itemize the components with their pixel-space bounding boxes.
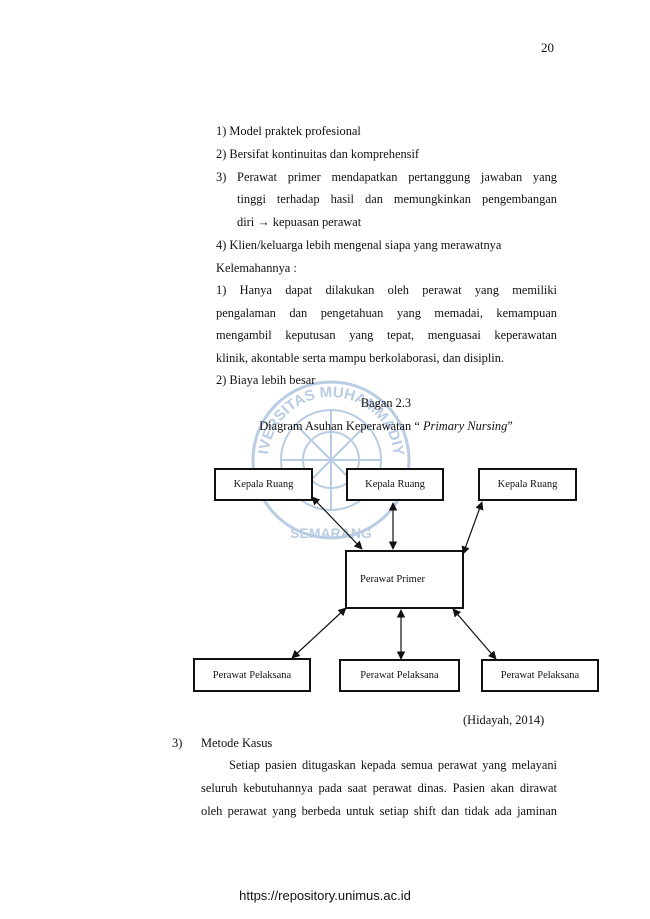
page-number: 20 xyxy=(541,40,554,55)
arrow-pelaksana-left xyxy=(291,607,347,659)
kepala-ruang-box-left: Kepala Ruang xyxy=(214,468,313,501)
list-item: 2) Biaya lebih besar xyxy=(216,373,316,387)
perawat-primer-box: Perawat Primer xyxy=(345,550,464,609)
list-item: 1) Model praktek profesional xyxy=(216,124,361,138)
section-title: Metode Kasus xyxy=(201,736,273,750)
paragraph-line: oleh perawat yang berbeda untuk setiap s… xyxy=(201,804,557,818)
list-item: klinik, akontable serta mampu berkolabor… xyxy=(216,351,505,365)
weakness-heading: Kelemahannya : xyxy=(216,261,297,275)
footer-url[interactable]: https://repository.unimus.ac.id xyxy=(239,888,411,903)
box-label: Perawat Pelaksana xyxy=(212,669,292,681)
kepala-ruang-box-middle: Kepala Ruang xyxy=(346,468,444,501)
list-item: tinggi terhadap hasil dan memungkinkan p… xyxy=(237,192,557,206)
list-item: diri → kepuasan perawat xyxy=(237,215,362,229)
figure-caption: Diagram Asuhan Keperawatan “ Primary Nur… xyxy=(0,419,650,434)
citation: (Hidayah, 2014) xyxy=(463,713,545,727)
box-label: Kepala Ruang xyxy=(365,479,425,490)
caption-italic: Primary Nursing xyxy=(419,419,508,433)
perawat-pelaksana-box-middle: Perawat Pelaksana xyxy=(339,659,460,692)
caption-prefix: Diagram Asuhan Keperawatan “ xyxy=(259,419,420,433)
paragraph-line: seluruh kebutuhannya pada saat perawat d… xyxy=(201,781,557,795)
list-item: pengalaman dan pengetahuan yang memadai,… xyxy=(216,306,557,320)
paragraph-line: Setiap pasien ditugaskan kepada semua pe… xyxy=(229,758,557,772)
perawat-pelaksana-box-right: Perawat Pelaksana xyxy=(481,659,599,692)
caption-suffix: ” xyxy=(507,419,513,433)
arrow-kepala-left xyxy=(311,496,363,550)
list-item: 2) Bersifat kontinuitas dan komprehensif xyxy=(216,147,420,161)
list-item: 1) Hanya dapat dilakukan oleh perawat ya… xyxy=(216,283,557,297)
arrow-pelaksana-right xyxy=(452,608,497,660)
box-label: Kepala Ruang xyxy=(497,479,558,490)
section-number: 3) xyxy=(172,736,183,750)
figure-number: Bagan 2.3 xyxy=(360,396,412,410)
box-label: Perawat Primer xyxy=(359,574,426,585)
perawat-pelaksana-box-left: Perawat Pelaksana xyxy=(193,658,311,692)
list-item: 3) Perawat primer mendapatkan pertanggun… xyxy=(216,170,557,184)
list-item: 4) Klien/keluarga lebih mengenal siapa y… xyxy=(216,238,502,252)
arrow-kepala-right xyxy=(461,501,484,555)
box-label: Perawat Pelaksana xyxy=(360,670,439,681)
kepala-ruang-box-right: Kepala Ruang xyxy=(478,468,577,501)
box-label: Kepala Ruang xyxy=(233,479,294,490)
list-item: mengambil keputusan yang tepat, menguasa… xyxy=(216,328,557,342)
box-label: Perawat Pelaksana xyxy=(500,670,580,681)
